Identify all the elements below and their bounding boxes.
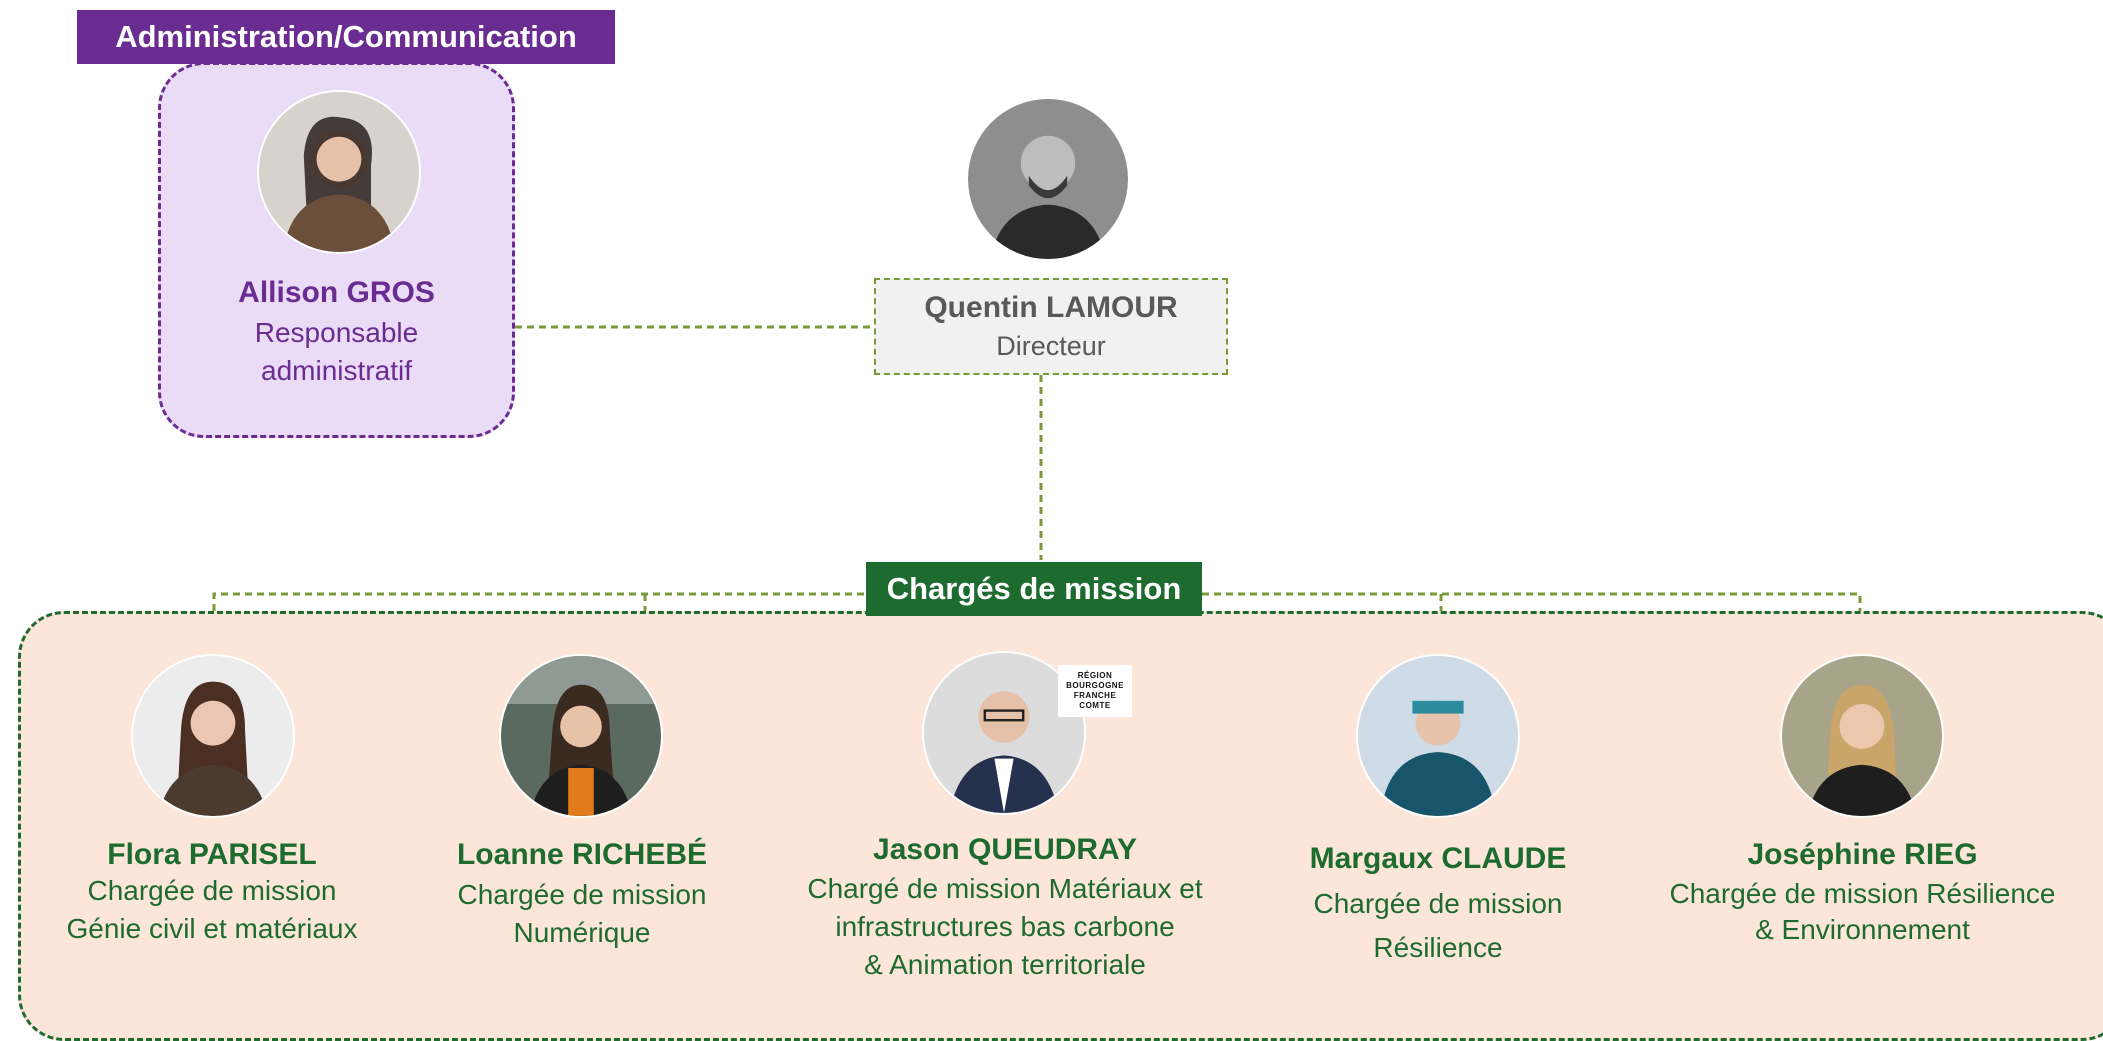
avatar-allison-gros xyxy=(257,90,421,254)
avatar-josephine-rieg xyxy=(1780,654,1944,818)
person-name-2: Loanne RICHEBÉ xyxy=(456,838,708,871)
avatar-flora-parisel xyxy=(131,654,295,818)
person-name-5: Joséphine RIEG xyxy=(1747,838,1978,871)
avatar-quentin-lamour xyxy=(966,97,1130,261)
director-card: Quentin LAMOUR Directeur xyxy=(874,278,1228,375)
admin-person-role: Responsable administratif xyxy=(254,317,419,386)
person-name-4: Margaux CLAUDE xyxy=(1309,842,1567,875)
admin-section-label: Administration/Communication xyxy=(77,10,615,64)
director-name: Quentin LAMOUR xyxy=(924,291,1178,324)
person-name-3: Jason QUEUDRAY xyxy=(873,833,1137,866)
avatar-loanne-richebe xyxy=(499,654,663,818)
avatar-jason-queudray xyxy=(922,651,1086,815)
missions-section-label: Chargés de mission xyxy=(866,562,1202,616)
person-role-3: Chargé de mission Matériaux et infrastru… xyxy=(807,873,1203,980)
person-role-5: Chargée de mission Résilience & Environn… xyxy=(1669,878,2056,945)
person-role-2: Chargée de mission Numérique xyxy=(457,879,707,948)
admin-person-name: Allison GROS xyxy=(238,276,435,309)
director-role: Directeur xyxy=(996,331,1106,361)
person-role-1: Chargée de mission Génie civil et matéri… xyxy=(66,875,358,944)
region-logo: RÉGION BOURGOGNE FRANCHE COMTE xyxy=(1058,665,1132,717)
person-role-4: Chargée de mission Résilience xyxy=(1313,888,1563,963)
avatar-margaux-claude xyxy=(1356,654,1520,818)
person-name-1: Flora PARISEL xyxy=(107,838,317,871)
